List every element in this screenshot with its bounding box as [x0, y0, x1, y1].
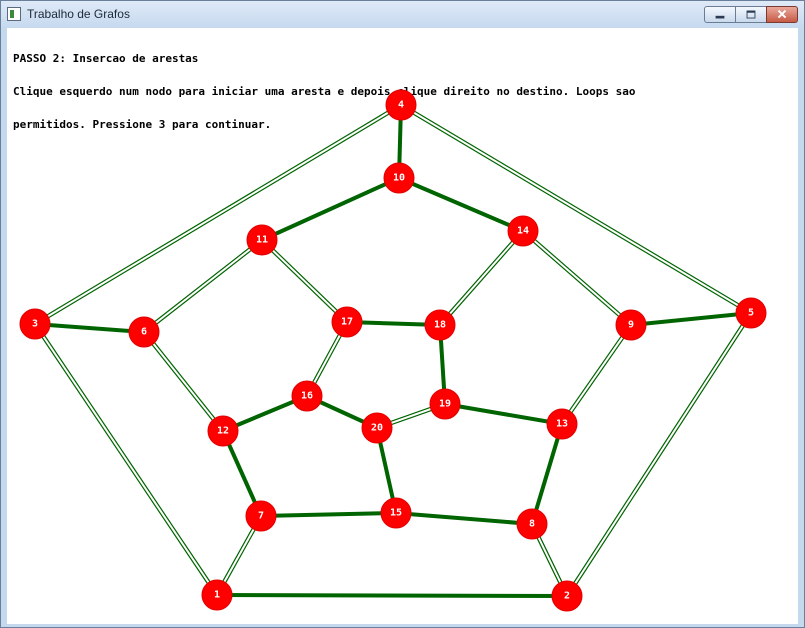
edge-5-9 — [630, 311, 752, 327]
node-circle[interactable] — [551, 580, 583, 612]
node-9[interactable]: 9 — [615, 309, 647, 341]
node-circle[interactable] — [361, 412, 393, 444]
node-circle[interactable] — [19, 308, 51, 340]
node-label: 14 — [517, 226, 529, 237]
node-18[interactable]: 18 — [424, 309, 456, 341]
edge-11-17 — [260, 238, 349, 324]
window-title: Trabalho de Grafos — [27, 7, 130, 21]
edge-3-1 — [33, 322, 219, 597]
node-label: 1 — [214, 590, 220, 601]
node-label: 2 — [564, 591, 570, 602]
node-10[interactable]: 10 — [383, 162, 415, 194]
node-label: 17 — [341, 317, 353, 328]
minimize-button[interactable] — [704, 6, 736, 23]
node-circle[interactable] — [291, 380, 323, 412]
edge-17-18 — [346, 320, 441, 327]
node-label: 4 — [398, 100, 404, 111]
node-label: 8 — [529, 519, 535, 530]
node-label: 19 — [439, 399, 451, 410]
node-12[interactable]: 12 — [207, 415, 239, 447]
node-circle[interactable] — [429, 388, 461, 420]
node-8[interactable]: 8 — [516, 508, 548, 540]
edge-9-13 — [560, 323, 633, 426]
node-circle[interactable] — [128, 316, 160, 348]
node-label: 20 — [371, 423, 383, 434]
edge-5-2 — [565, 311, 753, 598]
node-2[interactable]: 2 — [551, 580, 583, 612]
node-label: 13 — [556, 419, 568, 430]
node-17[interactable]: 17 — [331, 306, 363, 338]
node-13[interactable]: 13 — [546, 408, 578, 440]
edge-11-6 — [142, 238, 264, 334]
close-icon — [777, 9, 787, 19]
edge-6-12 — [142, 330, 225, 433]
node-circle[interactable] — [546, 408, 578, 440]
instruction-line: Clique esquerdo num nodo para iniciar um… — [13, 85, 636, 98]
node-label: 3 — [32, 319, 38, 330]
edge-13-19 — [444, 402, 563, 426]
edge-13-8 — [530, 423, 564, 525]
node-3[interactable]: 3 — [19, 308, 51, 340]
node-circle[interactable] — [201, 579, 233, 611]
node-1[interactable]: 1 — [201, 579, 233, 611]
node-circle[interactable] — [735, 297, 767, 329]
edge-3-6 — [34, 322, 145, 334]
node-circle[interactable] — [383, 162, 415, 194]
node-19[interactable]: 19 — [429, 388, 461, 420]
maximize-button[interactable] — [735, 6, 767, 23]
node-label: 16 — [301, 391, 313, 402]
edge-14-9 — [521, 229, 633, 327]
app-icon[interactable] — [7, 7, 21, 21]
node-circle[interactable] — [424, 309, 456, 341]
node-circle[interactable] — [615, 309, 647, 341]
node-11[interactable]: 11 — [246, 224, 278, 256]
node-16[interactable]: 16 — [291, 380, 323, 412]
close-button[interactable] — [766, 6, 798, 23]
node-label: 6 — [141, 327, 147, 338]
node-circle[interactable] — [331, 306, 363, 338]
node-label: 5 — [748, 308, 754, 319]
edge-10-11 — [261, 176, 400, 242]
instruction-step-title: PASSO 2: Insercao de arestas — [13, 52, 199, 65]
node-label: 15 — [390, 508, 402, 519]
edge-10-14 — [398, 176, 524, 233]
node-4[interactable]: 4 — [385, 89, 417, 121]
node-circle[interactable] — [380, 497, 412, 529]
node-20[interactable]: 20 — [361, 412, 393, 444]
edge-12-7 — [221, 430, 263, 517]
instructions: PASSO 2: Insercao de arestas Clique esqu… — [13, 31, 636, 152]
instruction-line: permitidos. Pressione 3 para continuar. — [13, 118, 272, 131]
node-label: 10 — [393, 173, 405, 184]
node-label: 12 — [217, 426, 229, 437]
node-label: 9 — [628, 320, 634, 331]
node-circle[interactable] — [507, 215, 539, 247]
title-bar[interactable]: Trabalho de Grafos — [1, 1, 804, 28]
node-14[interactable]: 14 — [507, 215, 539, 247]
node-circle[interactable] — [246, 224, 278, 256]
node-label: 11 — [256, 235, 268, 246]
node-7[interactable]: 7 — [245, 500, 277, 532]
edge-7-15 — [260, 511, 397, 518]
edge-4-5 — [399, 103, 753, 315]
node-circle[interactable] — [385, 89, 417, 121]
minimize-icon — [715, 15, 725, 19]
node-label: 18 — [434, 320, 446, 331]
node-circle[interactable] — [245, 500, 277, 532]
node-15[interactable]: 15 — [380, 497, 412, 529]
node-circle[interactable] — [516, 508, 548, 540]
node-label: 7 — [258, 511, 264, 522]
node-6[interactable]: 6 — [128, 316, 160, 348]
graph-canvas[interactable]: PASSO 2: Insercao de arestas Clique esqu… — [7, 28, 798, 624]
node-circle[interactable] — [207, 415, 239, 447]
maximize-icon — [746, 10, 756, 19]
edge-15-8 — [395, 511, 533, 526]
edge-14-18 — [438, 229, 525, 327]
node-5[interactable]: 5 — [735, 297, 767, 329]
edge-4-3 — [33, 103, 403, 326]
edge-1-2 — [216, 593, 568, 598]
